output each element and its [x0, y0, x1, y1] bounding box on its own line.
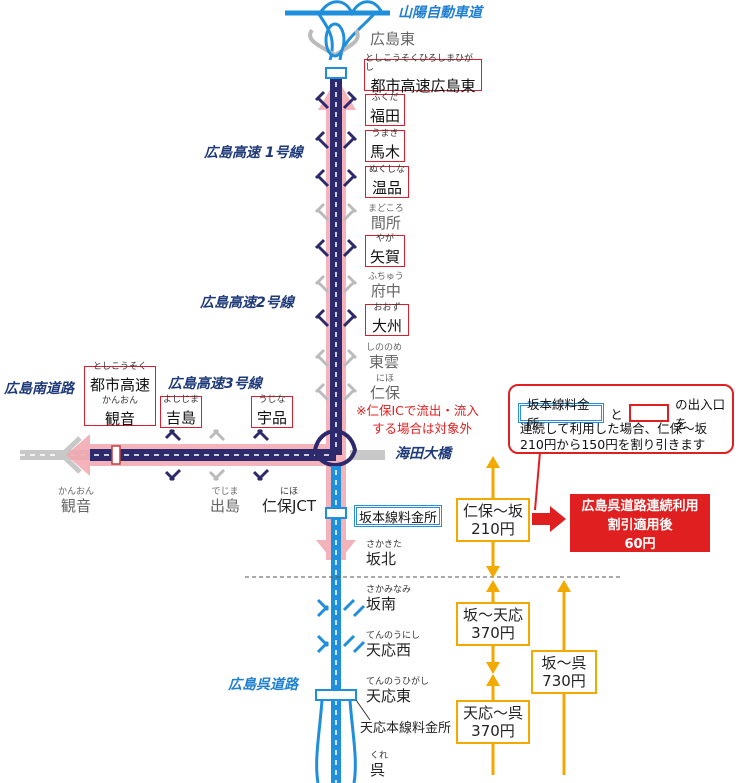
- station-niho: にほ 仁保: [370, 374, 401, 402]
- fare-niho-saka: 仁保～坂 210円: [456, 498, 530, 542]
- station-madokoro: まどころ 間所: [368, 204, 404, 232]
- station-ozu: おおず 大州: [365, 304, 409, 336]
- station-sakakita: さかきた 坂北: [366, 540, 403, 568]
- ramp-navy: [164, 90, 358, 482]
- red-box-legend: [628, 404, 670, 422]
- niho-note: ※仁保ICで流出・流入 する場合は対象外: [356, 403, 479, 436]
- station-sakaminami: さかみなみ 坂南: [366, 585, 412, 613]
- callout-line1: 坂本線料金所 と の出入口を: [518, 394, 732, 432]
- station-hiroshima-higashi: 広島東: [370, 30, 416, 48]
- kure-road-label: 広島呉道路: [228, 677, 298, 693]
- station-fukuda: ふくだ 福田: [365, 94, 405, 126]
- tenno-toll-gate: 天応本線料金所: [360, 721, 452, 736]
- sanyo-expressway: [285, 0, 390, 61]
- station-umaki: うまき 馬木: [365, 130, 405, 162]
- hiroshima-2-label: 広島高速2号線: [200, 295, 294, 311]
- sakamoto-toll-gate: 坂本線料金所: [354, 505, 442, 527]
- station-fuchu: ふちゅう 府中: [368, 272, 404, 300]
- minami-road-label: 広島南道路: [4, 381, 74, 397]
- kure-road: [315, 466, 371, 783]
- urban-expressway: [90, 67, 358, 467]
- ramp-grey: [208, 202, 358, 482]
- station-toshi-hiroshima-higashi: としこうそくひろしまひがし 都市高速広島東: [364, 54, 482, 95]
- hiroshima-1-label: 広島高速 1号線: [204, 145, 303, 161]
- sanyo-expressway-label: 山陽自動車道: [398, 5, 482, 21]
- station-ujina: うじな 宇品: [251, 396, 293, 428]
- station-nukushina: ぬくしな 温品: [365, 166, 409, 198]
- station-tenno-higashi: てんのうひがし 天応東: [366, 677, 430, 705]
- discount-callout: 坂本線料金所 と の出入口を 連続して利用した場合、仁保～坂 210円から150…: [508, 384, 734, 454]
- discount-panel: 広島呉道路連続利用 割引適用後 60円: [570, 494, 710, 552]
- fare-saka-tenno: 坂～天応 370円: [456, 602, 530, 646]
- fare-saka-kure: 坂～呉 730円: [531, 650, 597, 694]
- station-niho-jct: にほ 仁保JCT: [262, 487, 317, 515]
- station-yoshijima: よしじま 吉島: [160, 396, 202, 428]
- fare-tenno-kure: 天応～呉 370円: [456, 700, 530, 744]
- station-yaga: やが 矢賀: [365, 235, 405, 267]
- hiroshima-higashi-interchange: [308, 22, 360, 58]
- station-dejima: でじま 出島: [210, 487, 241, 515]
- kaita-bridge-label: 海田大橋: [395, 446, 451, 462]
- station-kure: くれ 呉: [370, 751, 389, 779]
- callout-body: 連続して利用した場合、仁保～坂 210円から150円を割り引きます: [520, 421, 708, 453]
- hiroshima-3-label: 広島高速3号線: [168, 376, 262, 392]
- station-shinonome: しののめ 東雲: [366, 343, 403, 371]
- discount-arrow: [532, 451, 566, 532]
- station-kanon: かんおん 観音: [58, 487, 95, 515]
- station-toshi-kanon: としこうそく 都市高速 かんおん 観音: [84, 363, 156, 428]
- station-tenno-nishi: てんのうにし 天応西: [366, 631, 421, 659]
